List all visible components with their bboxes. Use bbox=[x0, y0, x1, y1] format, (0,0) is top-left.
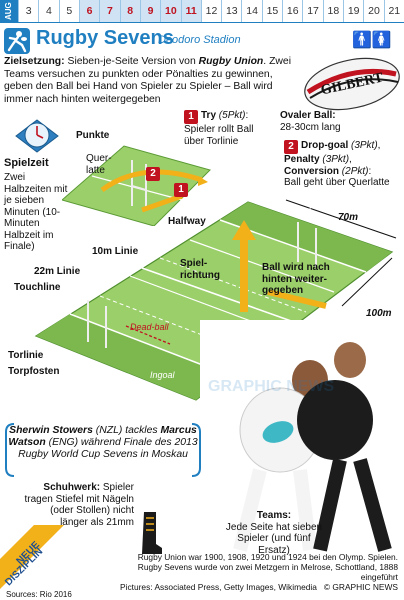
venue-label: Deodoro Stadion bbox=[158, 34, 241, 46]
new-discipline-badge: NEUE DISZIPLIN bbox=[0, 525, 64, 589]
watermark: GRAPHIC NEWS bbox=[208, 378, 335, 395]
marker-1-small: 1 bbox=[174, 183, 191, 201]
date-cell: 6 bbox=[78, 0, 100, 22]
date-cell: 9 bbox=[139, 0, 161, 22]
width-label: 70m bbox=[338, 212, 359, 223]
objective-part2: . Zwei Teams versuchen zu punkten oder P… bbox=[4, 56, 292, 105]
line10-label: 10m Linie bbox=[92, 246, 139, 257]
date-cell: 4 bbox=[38, 0, 58, 22]
date-cell: 16 bbox=[282, 0, 302, 22]
footer-note1: Rugby Union war 1900, 1908, 1920 und 192… bbox=[137, 552, 398, 562]
ingoal-bottom: Ingoal bbox=[150, 370, 175, 380]
caption-bracket-left bbox=[5, 423, 15, 477]
caption-bracket-right bbox=[191, 423, 201, 477]
boot-icon bbox=[142, 512, 162, 554]
torlinie-label: Torlinie bbox=[8, 350, 44, 361]
footer-notes: Rugby Union war 1900, 1908, 1920 und 192… bbox=[108, 552, 398, 592]
try-desc: : Spieler rollt Ball über Torlinie bbox=[184, 110, 254, 147]
caption-player2: Marcus Watson bbox=[8, 425, 197, 448]
date-cell: 17 bbox=[302, 0, 322, 22]
caption-team1: (NZL) bbox=[95, 425, 123, 436]
sources: Sources: Rio 2016 bbox=[6, 590, 72, 599]
objective-part1: Sieben-je-Seite Version von bbox=[64, 56, 199, 67]
ball-info: Ovaler Ball: 28-30cm lang bbox=[280, 110, 341, 134]
objective-text: Zielsetzung: Sieben-je-Seite Version von… bbox=[4, 56, 304, 106]
date-cell: 14 bbox=[241, 0, 261, 22]
ball-size: 28-30cm lang bbox=[280, 122, 341, 133]
footer-copyright: © GRAPHIC NEWS bbox=[323, 582, 398, 592]
date-cell: 11 bbox=[180, 0, 201, 22]
length-label: 100m bbox=[366, 308, 392, 319]
torpfosten-label: Torpfosten bbox=[8, 366, 60, 377]
spielrichtung-label: Spiel-richtung bbox=[180, 258, 220, 281]
kick-desc: Ball geht über Querlatte bbox=[284, 177, 390, 188]
clock-icon bbox=[15, 119, 59, 153]
date-cell: 13 bbox=[221, 0, 241, 22]
line22-label: 22m Linie bbox=[34, 266, 81, 277]
date-cell: 20 bbox=[363, 0, 383, 22]
gender-icons: 🚹🚺 bbox=[352, 30, 392, 50]
female-icon: 🚺 bbox=[371, 32, 392, 49]
kick-number: 2 bbox=[284, 140, 298, 154]
footer-note2: Rugby Sevens wurde von zwei Metzgern in … bbox=[137, 562, 398, 582]
player-tackle-photo bbox=[200, 320, 404, 555]
marker-2-small: 2 bbox=[146, 167, 163, 185]
shoe-info: Schuhwerk: Spieler tragen Stiefel mit Nä… bbox=[24, 482, 134, 528]
halfway-label: Halfway bbox=[168, 216, 206, 227]
ball-title: Ovaler Ball: bbox=[280, 110, 336, 121]
date-cell: 12 bbox=[200, 0, 221, 22]
touchline-label: Touchline bbox=[14, 282, 61, 293]
dropgoal-points: (3Pkt) bbox=[351, 140, 378, 151]
try-points: (5Pkt) bbox=[218, 110, 246, 121]
try-number: 1 bbox=[184, 110, 198, 124]
caption-mid: tackles bbox=[122, 425, 161, 436]
date-cell: 10 bbox=[160, 0, 181, 22]
try-title: Try bbox=[201, 110, 217, 121]
date-cell: 3 bbox=[18, 0, 38, 22]
date-cell: 8 bbox=[119, 0, 140, 22]
teams-title: Teams: bbox=[256, 510, 292, 521]
male-icon: 🚹 bbox=[352, 32, 372, 49]
marker-1: 1 bbox=[174, 183, 188, 197]
penalty-title: Penalty bbox=[284, 154, 320, 165]
conversion-points: (2Pkt) bbox=[341, 165, 369, 177]
deadball-label: Dead-ball bbox=[130, 322, 169, 332]
pass-back-label: Ball wird nach hinten weiter-gegeben bbox=[262, 262, 330, 296]
querlatte-label: Quer-latte bbox=[86, 153, 112, 176]
objective-label: Zielsetzung: bbox=[4, 56, 65, 67]
spielzeit-text: Zwei Halbzeiten mit je sieben Minuten (1… bbox=[4, 172, 68, 252]
dropgoal-title: Drop-goal bbox=[301, 140, 349, 151]
date-cell: 15 bbox=[261, 0, 282, 22]
date-cell: 5 bbox=[58, 0, 79, 22]
month-label: AUG bbox=[0, 0, 18, 22]
footer-pictures: Pictures: Associated Press, Getty Images… bbox=[120, 582, 317, 592]
ingoal-top: Ingoal bbox=[286, 206, 311, 216]
shoe-text: Spieler tragen Stiefel mit Nägeln (oder … bbox=[24, 482, 134, 528]
teams-text: Jede Seite hat sieben Spieler (und fünf … bbox=[225, 521, 323, 556]
objective-union: Rugby Union bbox=[198, 56, 264, 67]
teams-info: Teams: Jede Seite hat sieben Spieler (un… bbox=[224, 510, 324, 556]
marker-2: 2 bbox=[146, 167, 160, 181]
conversion-title: Conversion bbox=[284, 165, 340, 177]
caption-rest: (ENG) während Finale des 2013 Rugby Worl… bbox=[18, 437, 198, 460]
date-cell: 7 bbox=[99, 0, 120, 22]
rugby-ball-image: GILBERT bbox=[304, 57, 400, 111]
shoe-title: Schuhwerk: bbox=[43, 482, 101, 493]
penalty-points: (3Pkt) bbox=[322, 154, 350, 165]
rugby-player-icon bbox=[4, 28, 30, 54]
caption-player1: Sherwin Stowers bbox=[9, 425, 93, 436]
footer-credits: Pictures: Associated Press, Getty Images… bbox=[108, 582, 398, 592]
page-title: Rugby Sevens bbox=[36, 27, 174, 49]
date-cell: 21 bbox=[383, 0, 404, 22]
date-cell: 18 bbox=[322, 0, 343, 22]
photo-caption: Sherwin Stowers (NZL) tackles Marcus Wat… bbox=[8, 425, 198, 461]
date-cell: 19 bbox=[343, 0, 363, 22]
punkte-label: Punkte bbox=[76, 130, 110, 141]
goal-area-diagram bbox=[62, 145, 211, 226]
spielzeit-title: Spielzeit bbox=[4, 157, 49, 169]
